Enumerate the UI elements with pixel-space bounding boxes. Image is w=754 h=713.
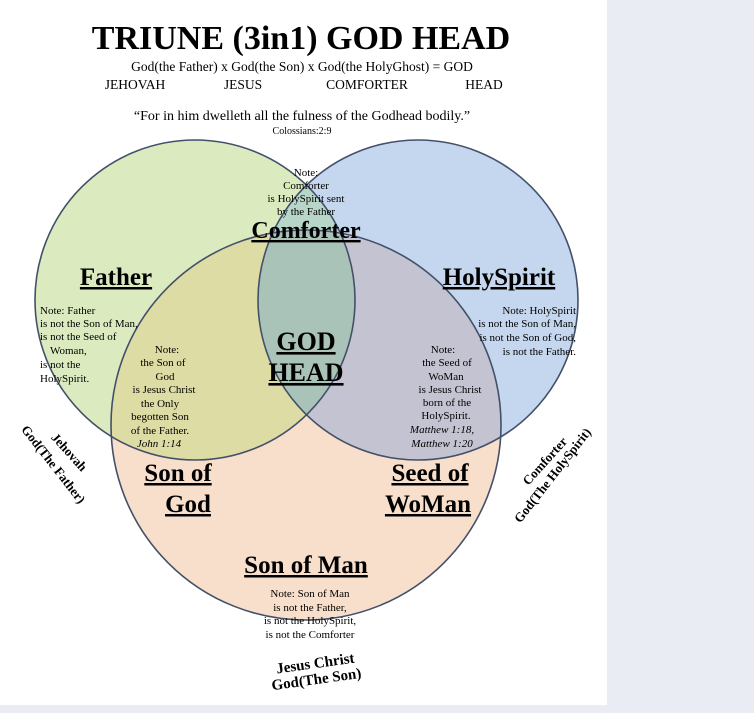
- son-circle-caption: Jesus Christ God(The Son): [271, 651, 363, 695]
- svg-text:Matthew 1:18,: Matthew 1:18,: [409, 424, 474, 436]
- svg-text:is HolySpirit sent: is HolySpirit sent: [267, 193, 344, 205]
- svg-text:Note:: Note:: [294, 167, 318, 179]
- svg-text:is not the: is not the: [40, 359, 80, 371]
- svg-text:Seed of: Seed of: [391, 460, 469, 487]
- svg-text:is Jesus Christ: is Jesus Christ: [419, 384, 482, 396]
- svg-text:Note:: Note:: [155, 344, 179, 356]
- svg-text:Note: Son of Man: Note: Son of Man: [270, 588, 350, 600]
- svg-text:is not the Son of God,: is not the Son of God,: [479, 332, 576, 344]
- svg-text:God: God: [165, 491, 211, 518]
- svg-text:Note:: Note:: [431, 344, 455, 356]
- holyspirit-note: Note: HolySpirit is not the Son of Man, …: [478, 305, 576, 358]
- scripture-reference: Colossians:2:9: [273, 126, 332, 137]
- son-of-man-label: Son of Man: [244, 552, 368, 579]
- son-of-god-label: Son of God: [144, 460, 212, 518]
- equation-term-comforter: COMFORTER: [326, 77, 408, 92]
- svg-text:Note: HolySpirit: Note: HolySpirit: [502, 305, 576, 317]
- svg-text:Matthew 1:20: Matthew 1:20: [410, 438, 473, 450]
- svg-text:HolySpirit.: HolySpirit.: [421, 410, 470, 422]
- svg-text:born of the: born of the: [423, 397, 471, 409]
- svg-text:Son of: Son of: [144, 460, 212, 487]
- svg-text:GOD: GOD: [276, 327, 335, 356]
- son-of-man-note: Note: Son of Man is not the Father, is n…: [264, 588, 357, 641]
- seed-of-woman-note: Note: the Seed of WoMan is Jesus Christ …: [409, 344, 482, 450]
- circle-outlines: [34, 139, 579, 621]
- father-note: Note: Father is not the Son of Man, is n…: [40, 305, 138, 385]
- svg-text:is not the Seed of: is not the Seed of: [40, 331, 117, 343]
- spirit-circle-caption: Comforter God(The HolySpirit): [511, 425, 594, 526]
- holyspirit-label: HolySpirit: [443, 264, 556, 291]
- equation-term-jesus: JESUS: [224, 77, 262, 92]
- equation-term-jehovah: JEHOVAH: [105, 77, 166, 92]
- svg-text:John 1:14: John 1:14: [137, 438, 182, 450]
- equation-term-head: HEAD: [465, 77, 503, 92]
- father-label: Father: [80, 264, 152, 291]
- svg-text:is not the Son of Man,: is not the Son of Man,: [40, 318, 138, 330]
- svg-text:begotten Son: begotten Son: [131, 411, 189, 423]
- svg-text:HEAD: HEAD: [268, 358, 343, 387]
- svg-text:Woman,: Woman,: [50, 345, 87, 357]
- father-circle-caption: Jehovah God(The Father): [18, 422, 90, 506]
- svg-text:HolySpirit.: HolySpirit.: [40, 373, 89, 385]
- seed-of-woman-label: Seed of WoMan: [385, 460, 471, 518]
- svg-text:WoMan: WoMan: [385, 491, 471, 518]
- comforter-note: Note: Comforter is HolySpirit sent by th…: [267, 167, 344, 218]
- svg-text:the Son of: the Son of: [140, 357, 186, 369]
- godhead-label: GOD HEAD: [268, 327, 343, 387]
- svg-text:the Only: the Only: [141, 398, 180, 410]
- svg-text:is Jesus Christ: is Jesus Christ: [133, 384, 196, 396]
- page-title: TRIUNE (3in1) GOD HEAD: [92, 20, 510, 57]
- svg-text:is not the Father.: is not the Father.: [503, 346, 577, 358]
- svg-text:God: God: [156, 371, 175, 383]
- comforter-label: Comforter: [251, 218, 361, 244]
- svg-text:Note: Father: Note: Father: [40, 305, 96, 317]
- svg-text:is not the Father,: is not the Father,: [273, 602, 347, 614]
- svg-text:by the Father: by the Father: [277, 206, 335, 218]
- svg-text:the Seed of: the Seed of: [422, 357, 472, 369]
- son-of-god-note: Note: the Son of God is Jesus Christ the…: [131, 344, 196, 450]
- svg-text:is not the Comforter: is not the Comforter: [266, 629, 355, 641]
- svg-text:of the Father.: of the Father.: [131, 425, 190, 437]
- svg-text:Comforter: Comforter: [283, 180, 329, 192]
- svg-text:is not the Son of Man,: is not the Son of Man,: [478, 318, 576, 330]
- svg-text:WoMan: WoMan: [428, 371, 464, 383]
- equation-line: God(the Father) x God(the Son) x God(the…: [131, 59, 473, 74]
- scripture-quote: “For in him dwelleth all the fulness of …: [134, 109, 470, 124]
- svg-text:is not the HolySpirit,: is not the HolySpirit,: [264, 615, 357, 627]
